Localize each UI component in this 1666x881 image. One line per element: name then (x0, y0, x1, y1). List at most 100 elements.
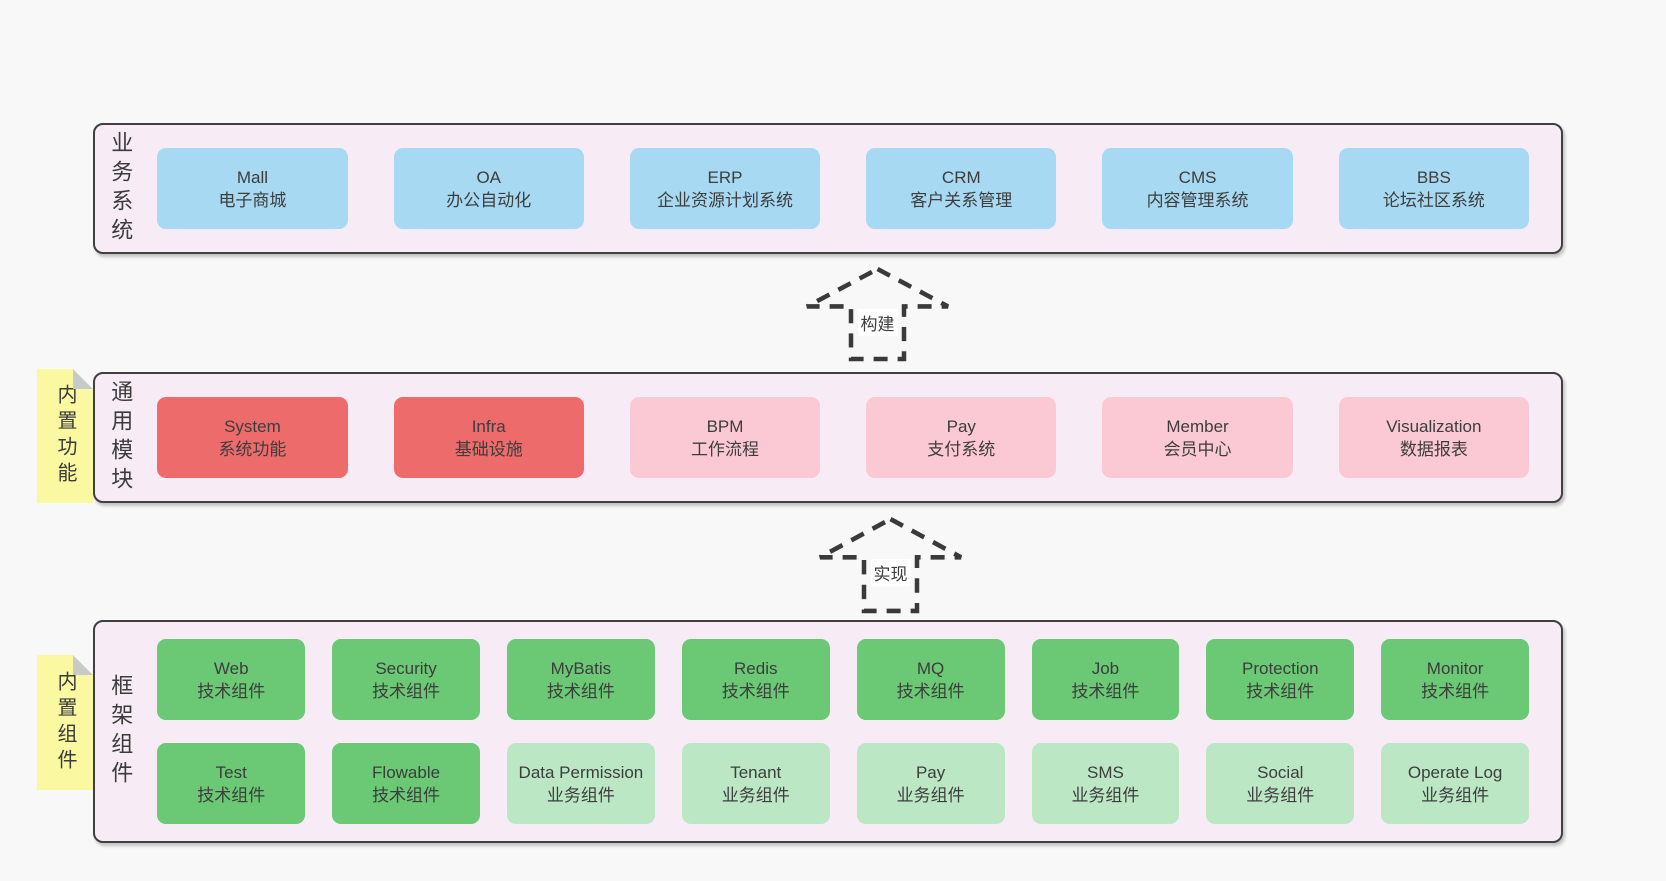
box-title: Member (1166, 416, 1229, 436)
box-title: Monitor (1426, 658, 1484, 678)
box-subtitle: 系统功能 (218, 439, 287, 459)
arrow-implement-label: 实现 (870, 559, 911, 586)
box-title: Test (215, 762, 247, 782)
box-subtitle: 业务组件 (546, 785, 615, 805)
folded-corner-icon (73, 369, 93, 389)
box-subtitle: 基础设施 (454, 439, 523, 459)
box-title: Infra (471, 416, 506, 436)
band-framework-components: 框架组件 Web 技术组件 Security 技术组件 MyBatis 技术组件… (93, 620, 1563, 843)
box-protection: Protection 技术组件 (1206, 639, 1355, 720)
box-sms: SMS 业务组件 (1031, 743, 1180, 824)
box-monitor: Monitor 技术组件 (1381, 639, 1530, 720)
box-subtitle: 技术组件 (1421, 681, 1490, 701)
box-mall: Mall 电子商城 (157, 148, 348, 229)
box-subtitle: 技术组件 (372, 681, 441, 701)
box-title: ERP (707, 167, 743, 187)
box-title: Data Permission (518, 762, 644, 782)
box-subtitle: 工作流程 (691, 439, 759, 459)
box-social: Social 业务组件 (1206, 743, 1355, 824)
box-title: Job (1091, 658, 1120, 678)
box-title: Protection (1242, 658, 1319, 678)
box-subtitle: 内容管理系统 (1146, 190, 1249, 210)
box-title: Tenant (730, 762, 782, 782)
box-subtitle: 技术组件 (1071, 681, 1140, 701)
box-subtitle: 技术组件 (1246, 681, 1315, 701)
box-subtitle: 技术组件 (197, 785, 266, 805)
box-flowable: Flowable 技术组件 (332, 743, 480, 824)
box-subtitle: 技术组件 (721, 681, 790, 701)
band-business-boxes: Mall 电子商城 OA 办公自动化 ERP 企业资源计划系统 CRM 客户关系… (133, 148, 1561, 229)
box-title: Visualization (1386, 416, 1482, 436)
box-subtitle: 支付系统 (927, 439, 996, 459)
box-subtitle: 业务组件 (896, 785, 965, 805)
box-oa: OA 办公自动化 (393, 148, 584, 229)
box-subtitle: 企业资源计划系统 (657, 190, 793, 210)
box-title: Redis (734, 658, 778, 678)
box-title: Pay (915, 762, 946, 782)
box-data-permission: Data Permission 业务组件 (506, 743, 655, 824)
band-business-label: 业务系统 (108, 130, 134, 247)
framework-row-2: Test 技术组件 Flowable 技术组件 Data Permission … (157, 743, 1530, 824)
box-title: Web (213, 658, 249, 678)
box-title: SMS (1087, 762, 1124, 782)
box-web: Web 技术组件 (157, 639, 306, 720)
sticky-note-label: 内置功能 (54, 384, 76, 488)
band-framework-label: 框架组件 (108, 673, 134, 790)
box-title: MyBatis (550, 658, 612, 678)
box-title: Operate Log (1407, 762, 1503, 782)
box-visualization: Visualization 数据报表 (1338, 397, 1529, 478)
box-mybatis: MyBatis 技术组件 (506, 639, 655, 720)
box-title: Social (1257, 762, 1304, 782)
box-test: Test 技术组件 (157, 743, 306, 824)
box-subtitle: 办公自动化 (446, 190, 532, 210)
box-title: Mall (236, 167, 269, 187)
band-modules-label: 通用模块 (108, 379, 134, 496)
box-subtitle: 技术组件 (546, 681, 615, 701)
box-title: Security (375, 658, 437, 678)
band-common-modules: 通用模块 System 系统功能 Infra 基础设施 BPM 工作流程 Pay… (93, 372, 1563, 503)
box-title: MQ (916, 658, 945, 678)
box-pay-component: Pay 业务组件 (856, 743, 1005, 824)
box-subtitle: 技术组件 (372, 785, 441, 805)
box-title: OA (476, 167, 501, 187)
up-arrow-implement: 实现 (817, 516, 964, 614)
box-pay-system: Pay 支付系统 (866, 397, 1057, 478)
box-crm: CRM 客户关系管理 (866, 148, 1057, 229)
band-framework-grid: Web 技术组件 Security 技术组件 MyBatis 技术组件 Redi… (133, 639, 1561, 824)
sticky-note-built-in-components: 内置组件 (37, 655, 93, 790)
box-subtitle: 电子商城 (218, 190, 287, 210)
band-business-systems: 业务系统 Mall 电子商城 OA 办公自动化 ERP 企业资源计划系统 CRM… (93, 123, 1563, 254)
arrow-build-label: 构建 (857, 309, 898, 336)
box-mq: MQ 技术组件 (856, 639, 1005, 720)
box-cms: CMS 内容管理系统 (1102, 148, 1293, 229)
box-subtitle: 客户关系管理 (910, 190, 1013, 210)
box-operate-log: Operate Log 业务组件 (1381, 743, 1530, 824)
framework-row-1: Web 技术组件 Security 技术组件 MyBatis 技术组件 Redi… (157, 639, 1530, 720)
box-job: Job 技术组件 (1031, 639, 1180, 720)
box-subtitle: 数据报表 (1399, 439, 1468, 459)
box-title: CMS (1178, 167, 1217, 187)
band-modules-boxes: System 系统功能 Infra 基础设施 BPM 工作流程 Pay 支付系统… (133, 397, 1561, 478)
box-subtitle: 业务组件 (1421, 785, 1490, 805)
box-title: BBS (1416, 167, 1451, 187)
box-redis: Redis 技术组件 (681, 639, 830, 720)
box-subtitle: 技术组件 (896, 681, 965, 701)
box-security: Security 技术组件 (332, 639, 480, 720)
box-title: CRM (941, 167, 981, 187)
box-subtitle: 业务组件 (1071, 785, 1140, 805)
sticky-note-built-in-functions: 内置功能 (37, 369, 93, 503)
box-subtitle: 业务组件 (1246, 785, 1315, 805)
box-title: System (224, 416, 281, 436)
box-title: BPM (706, 416, 744, 436)
box-subtitle: 技术组件 (197, 681, 266, 701)
sticky-note-label: 内置组件 (54, 670, 76, 775)
box-subtitle: 会员中心 (1163, 439, 1232, 459)
box-tenant: Tenant 业务组件 (681, 743, 830, 824)
dashed-up-arrow-icon (805, 266, 950, 362)
box-erp: ERP 企业资源计划系统 (629, 148, 821, 229)
box-member: Member 会员中心 (1102, 397, 1293, 478)
up-arrow-build: 构建 (804, 266, 951, 362)
box-infra: Infra 基础设施 (393, 397, 584, 478)
box-title: Pay (946, 416, 976, 436)
box-title: Flowable (372, 762, 441, 782)
